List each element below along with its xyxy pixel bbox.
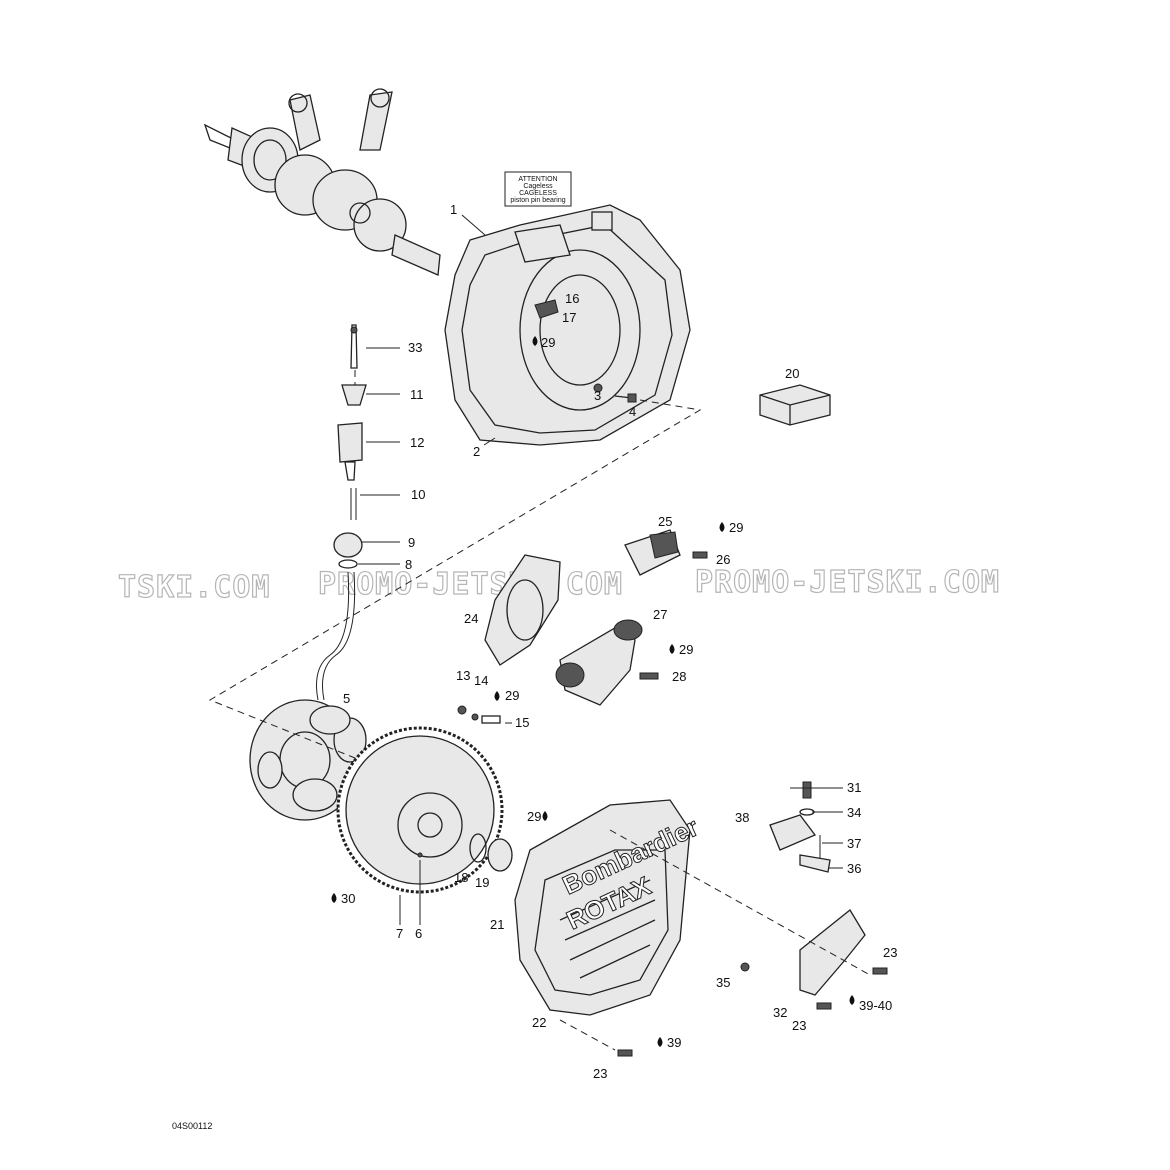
watermark-center: PROMO-JETSKI.COM	[318, 567, 623, 602]
callout-38: 38	[735, 810, 749, 825]
attention-line4: piston pin bearing	[510, 197, 565, 204]
callout-15: 15	[515, 715, 529, 730]
callout-12: 12	[410, 435, 424, 450]
oil-drop-icon	[331, 893, 337, 903]
callout-8: 8	[405, 557, 412, 572]
plate-24	[484, 554, 561, 666]
attention-line2: Cageless	[523, 183, 553, 190]
starter-gear	[555, 619, 659, 706]
crankshaft-assembly	[203, 88, 441, 276]
lubrication-symbols	[331, 336, 855, 1047]
item-20-block	[759, 384, 831, 426]
assembly-lines	[208, 370, 871, 1051]
oil-drop-icon	[532, 336, 538, 346]
callout-23-b: 23	[792, 1018, 806, 1033]
callout-14: 14	[474, 673, 488, 688]
callout-30: 30	[341, 891, 355, 906]
callout-35: 35	[716, 975, 730, 990]
mount-bracket	[617, 909, 888, 1057]
callout-29-d: 29	[505, 688, 519, 703]
attention-line3: CAGELESS	[519, 190, 557, 197]
callout-31: 31	[847, 780, 861, 795]
oil-drop-icon	[719, 522, 725, 532]
callout-29-c: 29	[679, 642, 693, 657]
callout-23-a: 23	[883, 945, 897, 960]
callout-27: 27	[653, 607, 667, 622]
callout-4: 4	[629, 404, 636, 419]
magneto-cover: Bombardier ROTAX	[514, 799, 703, 1016]
callout-19: 19	[475, 875, 489, 890]
callout-23-c: 23	[593, 1066, 607, 1081]
small-hardware	[457, 705, 501, 724]
oil-drop-icon	[657, 1037, 663, 1047]
callout-21: 21	[490, 917, 504, 932]
sensor-stack	[316, 324, 367, 701]
callout-3: 3	[594, 388, 601, 403]
callout-29-a: 29	[541, 335, 555, 350]
callout-36: 36	[847, 861, 861, 876]
figure-code: 04S00112	[172, 1121, 212, 1131]
callout-17: 17	[562, 310, 576, 325]
starter-drive	[624, 529, 708, 576]
oil-drop-icon	[494, 691, 500, 701]
callout-32: 32	[773, 1005, 787, 1020]
callout-39: 39	[667, 1035, 681, 1050]
callout-25: 25	[658, 514, 672, 529]
callout-29-e: 29	[527, 809, 541, 824]
callout-18: 18	[454, 870, 468, 885]
callout-7: 7	[396, 926, 403, 941]
oil-drop-icon	[849, 995, 855, 1005]
leader-lines	[358, 214, 843, 925]
callout-34: 34	[847, 805, 861, 820]
attention-line1: ATTENTION	[518, 176, 557, 183]
callout-20: 20	[785, 366, 799, 381]
watermark-left: TSKI.COM	[118, 570, 271, 605]
callout-37: 37	[847, 836, 861, 851]
callout-5: 5	[343, 691, 350, 706]
callout-2: 2	[473, 444, 480, 459]
callout-22: 22	[532, 1015, 546, 1030]
callout-29-b: 29	[729, 520, 743, 535]
callout-33: 33	[408, 340, 422, 355]
callout-13: 13	[456, 668, 470, 683]
callout-10: 10	[411, 487, 425, 502]
bracket-hardware	[769, 781, 831, 873]
callout-labels: 1 2 3 4 5 6 7 8 9 10 11 12 13 14 15 16 1…	[341, 202, 897, 1081]
callout-11: 11	[410, 387, 424, 402]
magneto-housing	[444, 204, 691, 446]
callout-1: 1	[450, 202, 457, 217]
oil-drop-icon	[669, 644, 675, 654]
callout-26: 26	[716, 552, 730, 567]
callout-16: 16	[565, 291, 579, 306]
callout-24: 24	[464, 611, 478, 626]
flywheel	[336, 726, 504, 894]
oil-drop-icon	[542, 811, 548, 821]
stator	[249, 699, 367, 821]
callout-28: 28	[672, 669, 686, 684]
attention-decal: ATTENTION Cageless CAGELESS piston pin b…	[504, 171, 572, 207]
watermark-right: PROMO-JETSKI.COM	[695, 565, 1000, 600]
watermark: TSKI.COM PROMO-JETSKI.COM PROMO-JETSKI.C…	[117, 564, 1000, 605]
seals	[469, 833, 513, 872]
callout-6: 6	[415, 926, 422, 941]
callout-39-40: 39-40	[859, 998, 892, 1013]
callout-9: 9	[408, 535, 415, 550]
